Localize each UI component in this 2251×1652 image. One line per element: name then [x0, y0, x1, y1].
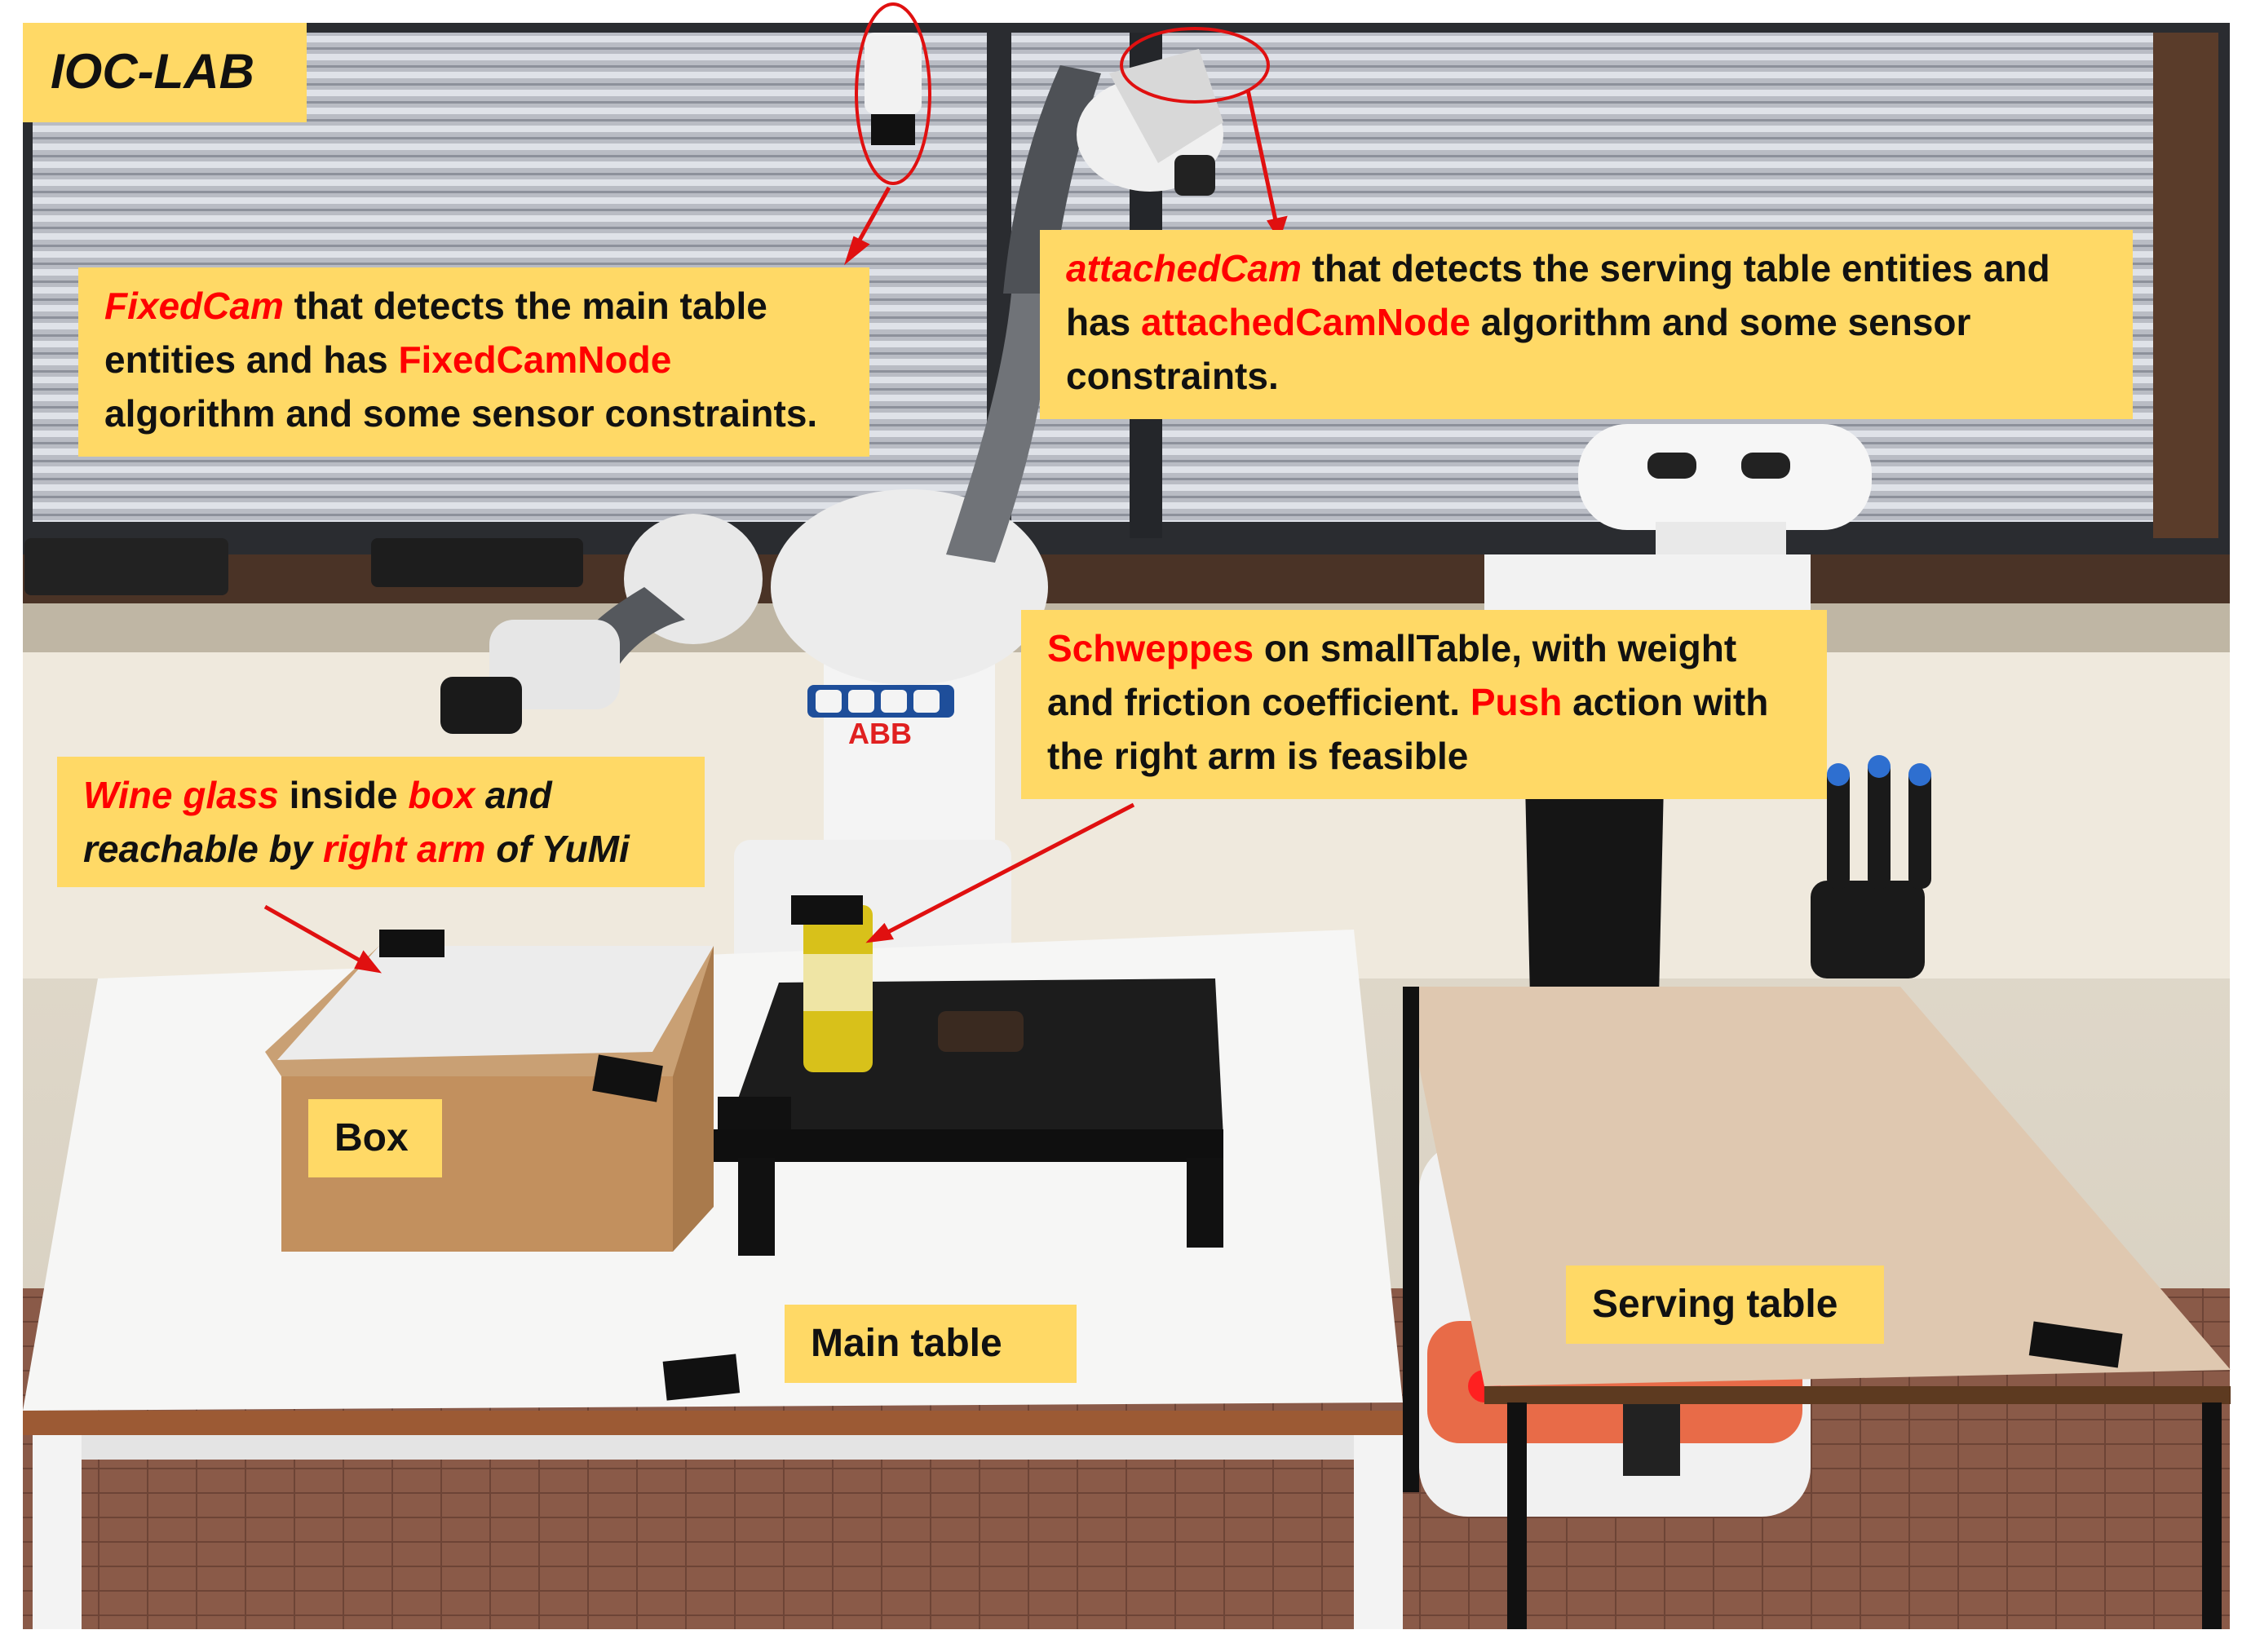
wine-glass-callout: Wine glass inside box and reachable by r… — [57, 757, 705, 887]
schweppes-action: Push — [1470, 681, 1563, 723]
attached-cam-text-1: that detects the serving table entities … — [1066, 247, 2050, 343]
box-label: Box — [308, 1099, 442, 1177]
wine-glass-arm: right arm — [323, 828, 486, 870]
main-table-label: Main table — [785, 1305, 1077, 1383]
wine-glass-text-3: of YuMi — [485, 828, 630, 870]
attached-cam-node: attachedCamNode — [1141, 301, 1470, 343]
attached-cam-text-2: algorithm and some sensor constraints. — [1066, 301, 1971, 397]
box-label-text: Box — [334, 1116, 409, 1159]
wine-glass-text-2: and reachable by — [83, 774, 552, 870]
window-sill — [23, 554, 2230, 603]
fixed-cam-text-1: that detects the main table entities and… — [104, 285, 767, 381]
schweppes-can — [791, 895, 873, 1072]
schweppes-callout: Schweppes on smallTable, with weight and… — [1021, 610, 1827, 799]
lab-title-text: IOC-LAB — [51, 44, 254, 99]
main-table-label-text: Main table — [811, 1322, 1002, 1365]
schweppes-text-1: on smallTable, with weight and friction … — [1047, 627, 1737, 723]
box — [265, 930, 714, 1252]
wine-glass-box: box — [408, 774, 475, 816]
marker-tag — [662, 1354, 741, 1401]
schweppes-name: Schweppes — [1047, 627, 1254, 669]
fixed-camera — [865, 33, 922, 145]
serving-table-label: Serving table — [1566, 1266, 1884, 1344]
annotation-arrows — [263, 89, 1288, 974]
lab-title-label: IOC-LAB — [23, 23, 307, 122]
fixed-cam-node: FixedCamNode — [398, 338, 672, 381]
serving-table-label-text: Serving table — [1592, 1283, 1838, 1326]
wine-glass-text-1: inside — [278, 774, 409, 816]
fixed-cam-text-2: algorithm and some sensor constraints. — [104, 392, 818, 435]
abb-logo: ABB — [848, 717, 912, 750]
fixed-cam-callout: FixedCam that detects the main table ent… — [78, 267, 869, 457]
annotation-markers — [855, 2, 1270, 185]
attached-cam-callout: attachedCam that detects the serving tab… — [1040, 230, 2133, 419]
attached-cam-name: attachedCam — [1066, 247, 1302, 289]
wine-glass-name: Wine glass — [83, 774, 279, 816]
schweppes-text-2: action with the right arm is feasible — [1047, 681, 1769, 777]
fixed-cam-name: FixedCam — [104, 285, 284, 327]
